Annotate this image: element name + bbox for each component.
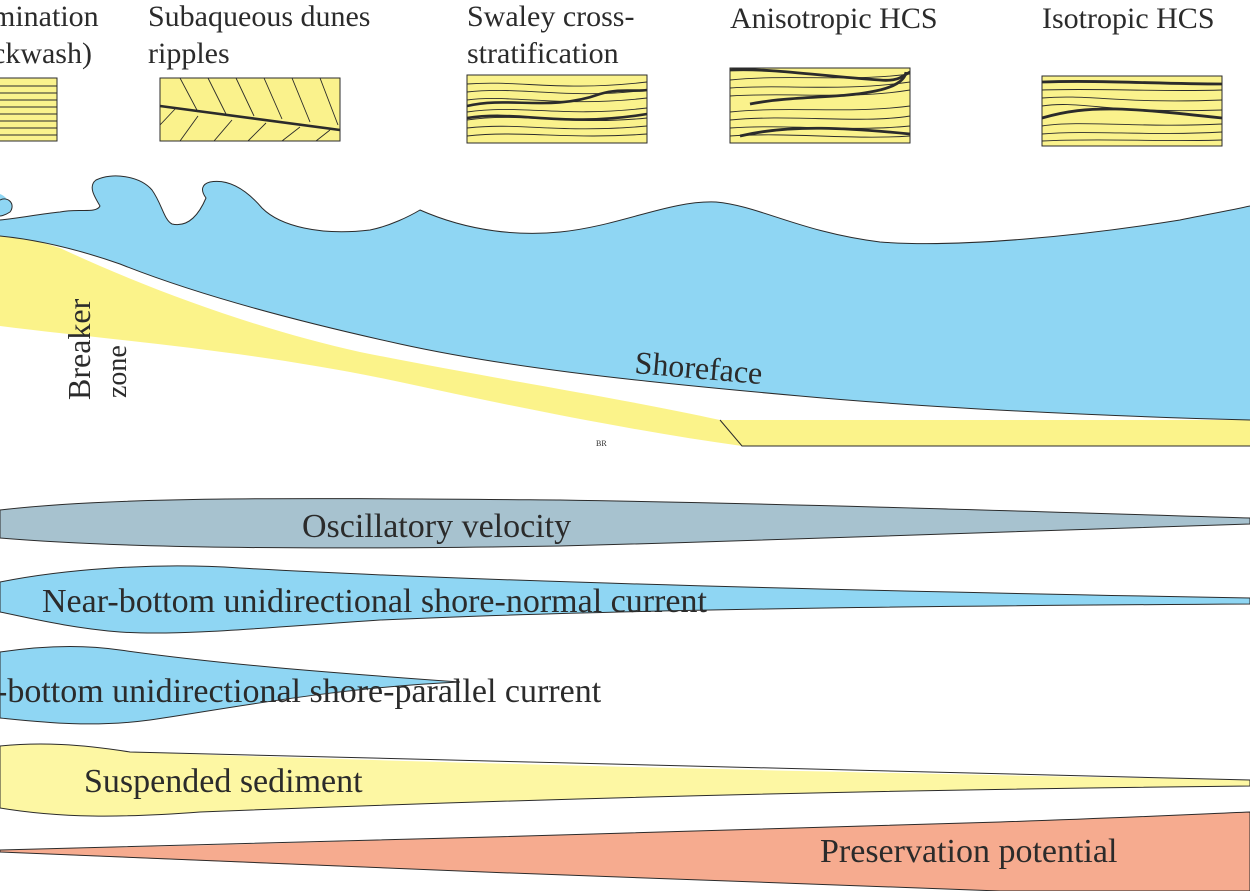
structure-headings: mination ckwash) Subaqueous dunes ripple… xyxy=(0,0,1215,70)
swaley-heading-line2: stratification xyxy=(467,37,619,70)
oscillatory-velocity-band xyxy=(0,498,1250,549)
subaqueous-dunes-box xyxy=(159,77,341,142)
breaker-zone-label-line1: Breaker xyxy=(61,298,97,400)
swaley-box xyxy=(466,74,648,144)
plane-lamination-heading-line2: ckwash) xyxy=(0,37,92,70)
subaqueous-dunes-heading-line2: ripples xyxy=(148,37,230,70)
water-body xyxy=(0,175,1250,420)
shore-parallel-current-band xyxy=(0,645,461,725)
preservation-potential-band xyxy=(0,811,1250,891)
suspended-sediment-label: Suspended sediment xyxy=(84,763,363,800)
plane-lamination-heading-line1: mination xyxy=(0,0,99,33)
shore-normal-current-label: Near-bottom unidirectional shore-normal … xyxy=(42,583,707,620)
anisotropic-hcs-box xyxy=(729,67,911,144)
subaqueous-dunes-heading-line1: Subaqueous dunes xyxy=(148,0,370,33)
oscillatory-velocity-label: Oscillatory velocity xyxy=(302,508,571,545)
shoreface-profile: Breaker zone Shoreface BR xyxy=(0,175,1250,448)
process-bands: Oscillatory velocity Near-bottom unidire… xyxy=(0,498,1250,891)
sand-wedge xyxy=(0,230,1250,446)
anisotropic-hcs-heading: Anisotropic HCS xyxy=(730,2,938,35)
isotropic-hcs-heading: Isotropic HCS xyxy=(1042,2,1215,35)
breaker-zone-label-line2: zone xyxy=(102,345,133,398)
isotropic-hcs-box xyxy=(1041,75,1223,147)
credit-mark: BR xyxy=(596,439,607,448)
swaley-heading-line1: Swaley cross- xyxy=(467,0,634,33)
preservation-potential-label: Preservation potential xyxy=(820,833,1117,870)
shore-parallel-current-label: -bottom unidirectional shore-parallel cu… xyxy=(0,673,602,710)
plane-lamination-box xyxy=(0,77,58,142)
shore-normal-current-band xyxy=(0,565,1250,634)
wave-curl xyxy=(0,198,13,216)
